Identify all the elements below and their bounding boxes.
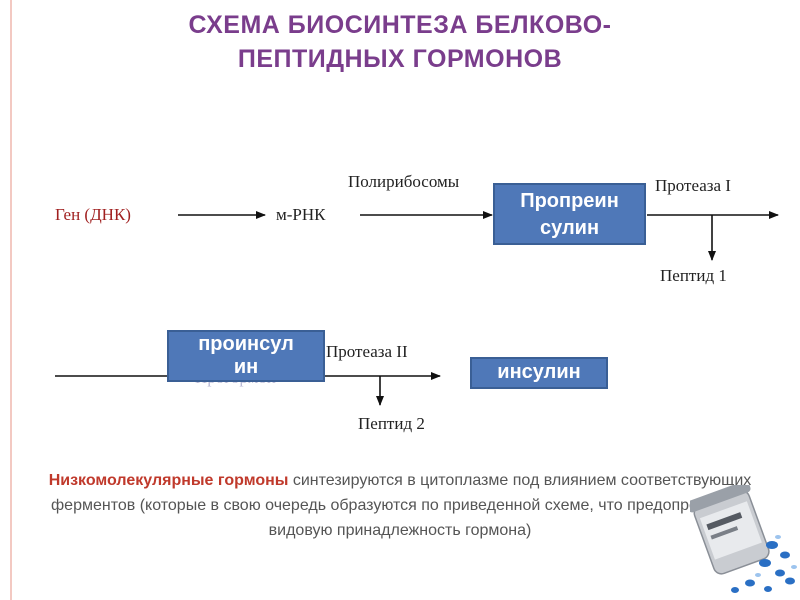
- proinsulin-line-1: проинсул: [198, 333, 294, 355]
- insulin-label: инсулин: [497, 361, 581, 383]
- polyribosomes-label: Полирибосомы: [348, 172, 460, 191]
- gene-dna-label: Ген (ДНК): [55, 205, 131, 224]
- footnote-text: Низкомолекулярные гормоны синтезируются …: [40, 468, 760, 543]
- footnote-body: синтезируются в цитоплазме под влиянием …: [51, 472, 752, 539]
- left-border-rule: [10, 0, 12, 600]
- footnote-highlight: Низкомолекулярные гормоны: [48, 472, 289, 489]
- title-line-2: ПЕПТИДНЫХ ГОРМОНОВ: [237, 45, 563, 73]
- title-line-1: СХЕМА БИОСИНТЕЗА БЕЛКОВО-: [188, 11, 612, 39]
- page-title: СХЕМА БИОСИНТЕЗА БЕЛКОВО- ПЕПТИДНЫХ ГОРМ…: [20, 8, 780, 76]
- proinsulin-line-2: ин: [233, 356, 259, 378]
- protease1-label: Протеаза I: [655, 176, 731, 195]
- pill-bottle-icon: [690, 485, 797, 593]
- preproinsulin-box: Пропреин сулин: [493, 183, 646, 245]
- preproinsulin-line-2: сулин: [539, 217, 600, 239]
- peptide2-label: Пептид 2: [358, 414, 425, 433]
- preproinsulin-line-1: Пропреин: [520, 190, 619, 212]
- proinsulin-box: проинсул ин: [167, 330, 325, 382]
- mrna-label: м-РНК: [276, 205, 326, 224]
- protease2-label: Протеаза II: [326, 342, 408, 361]
- peptide1-label: Пептид 1: [660, 266, 727, 285]
- insulin-box: инсулин: [470, 357, 608, 389]
